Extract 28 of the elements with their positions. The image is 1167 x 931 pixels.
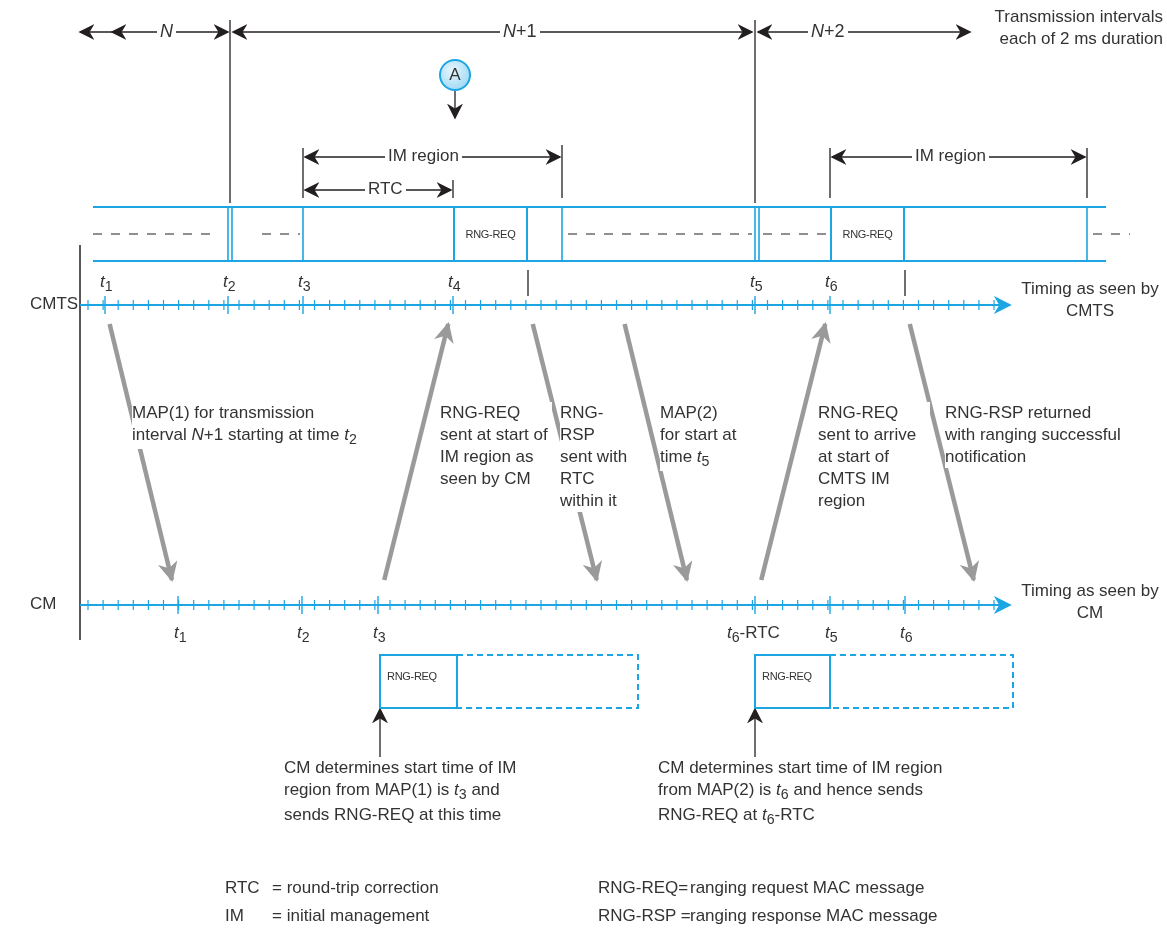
time-slot: RNG-REQ	[453, 208, 528, 260]
arrow	[447, 90, 463, 120]
arrow	[747, 707, 763, 758]
axis-title: Timing as seen by CM	[1020, 580, 1160, 625]
arrow	[372, 707, 388, 758]
axis-label: CMTS	[30, 294, 79, 314]
message-arrow	[107, 323, 178, 582]
axis-label: CM	[30, 594, 57, 614]
definition: ranging response MAC message	[690, 905, 938, 927]
abbreviation: RNG-REQ=	[598, 877, 689, 899]
callout-text: CM determines start time of IM region from MAP(2) is t$_{6}$ and hence sends RNG-REQ at t$_{6}$-RTC	[658, 757, 958, 823]
channel-band	[93, 206, 1106, 262]
time-slot: RNG-REQ	[830, 208, 905, 260]
message-arrow	[759, 322, 831, 581]
axis-title: Timing as seen by CMTS	[1020, 278, 1160, 323]
definition: ranging request MAC message	[690, 877, 925, 899]
message-arrow	[622, 323, 693, 582]
message-arrow	[382, 322, 454, 581]
message-box: RNG-REQ	[379, 654, 458, 709]
abbreviation: IM	[225, 905, 244, 927]
abbreviation: RNG-RSP =	[598, 905, 691, 927]
callout-text: CM determines start time of IM region from MAP(1) is t$_{3}$ and sends RNG-REQ at this time	[284, 757, 549, 823]
message-box: RNG-REQ	[754, 654, 831, 709]
abbreviation: RTC	[225, 877, 260, 899]
definition: = initial management	[272, 905, 430, 927]
callout-circle: A	[439, 59, 471, 91]
message-arrow	[907, 323, 980, 582]
definition: = round-trip correction	[272, 877, 439, 899]
